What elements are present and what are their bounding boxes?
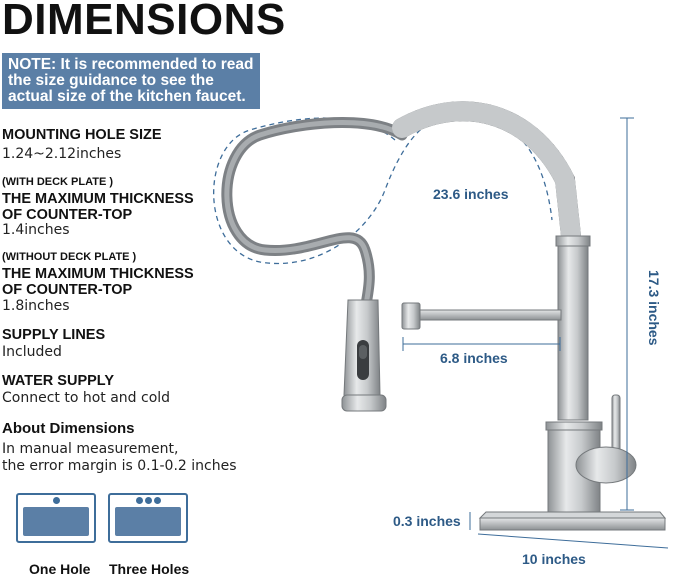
about-line-2: the error margin is 0.1-0.2 inches [2,458,237,474]
spout-arm [415,309,562,321]
sink-basin [23,507,89,536]
hose [221,116,408,336]
mounting-hole-value: 1.24~2.12inches [2,146,122,162]
plate-thickness-label: 0.3 inches [393,513,461,529]
without-plate-title-1: THE MAXIMUM THICKNESS [2,266,194,282]
plate-width-dim-line [477,533,669,549]
spray-head [341,299,387,412]
page-title: DIMENSIONS [2,0,286,44]
with-plate-value: 1.4inches [2,222,70,238]
hose-dashed-guide [213,117,446,265]
without-plate-value: 1.8inches [2,298,70,314]
without-plate-label: (WITHOUT DECK PLATE ) [2,251,137,263]
hole-dot [53,497,60,504]
with-plate-title-1: THE MAXIMUM THICKNESS [2,191,194,207]
mounting-hole-title: MOUNTING HOLE SIZE [2,127,162,143]
without-plate-title-2: OF COUNTER-TOP [2,282,133,298]
hose-length-label: 23.6 inches [433,186,509,202]
hole-dot [145,497,152,504]
note-banner: NOTE: It is recommended to read the size… [2,53,260,109]
spring-dashed-guide [469,111,553,221]
with-plate-label: (WITH DECK PLATE ) [2,176,114,188]
three-holes-diagram [108,493,188,543]
about-line-1: In manual measurement, [2,441,179,457]
height-label: 17.3 inches [646,270,662,346]
water-supply-title: WATER SUPPLY [2,373,114,389]
one-hole-diagram [16,493,96,543]
supply-lines-value: Included [2,344,62,360]
spring-coil [392,101,582,255]
with-plate-title-2: OF COUNTER-TOP [2,207,133,223]
plate-width-label: 10 inches [522,551,586,567]
water-supply-value: Connect to hot and cold [2,390,171,406]
handle-lever [611,394,621,456]
handle-knob [575,446,637,484]
sink-basin [115,507,181,536]
hole-dot [154,497,161,504]
deck-plate [479,517,666,531]
faucet-column [557,239,589,421]
one-hole-label: One Hole [29,561,91,577]
three-holes-label: Three Holes [109,561,190,577]
about-dimensions-title: About Dimensions [2,420,135,437]
hole-dot [136,497,143,504]
supply-lines-title: SUPPLY LINES [2,327,106,343]
spout-reach-label: 6.8 inches [440,350,508,366]
